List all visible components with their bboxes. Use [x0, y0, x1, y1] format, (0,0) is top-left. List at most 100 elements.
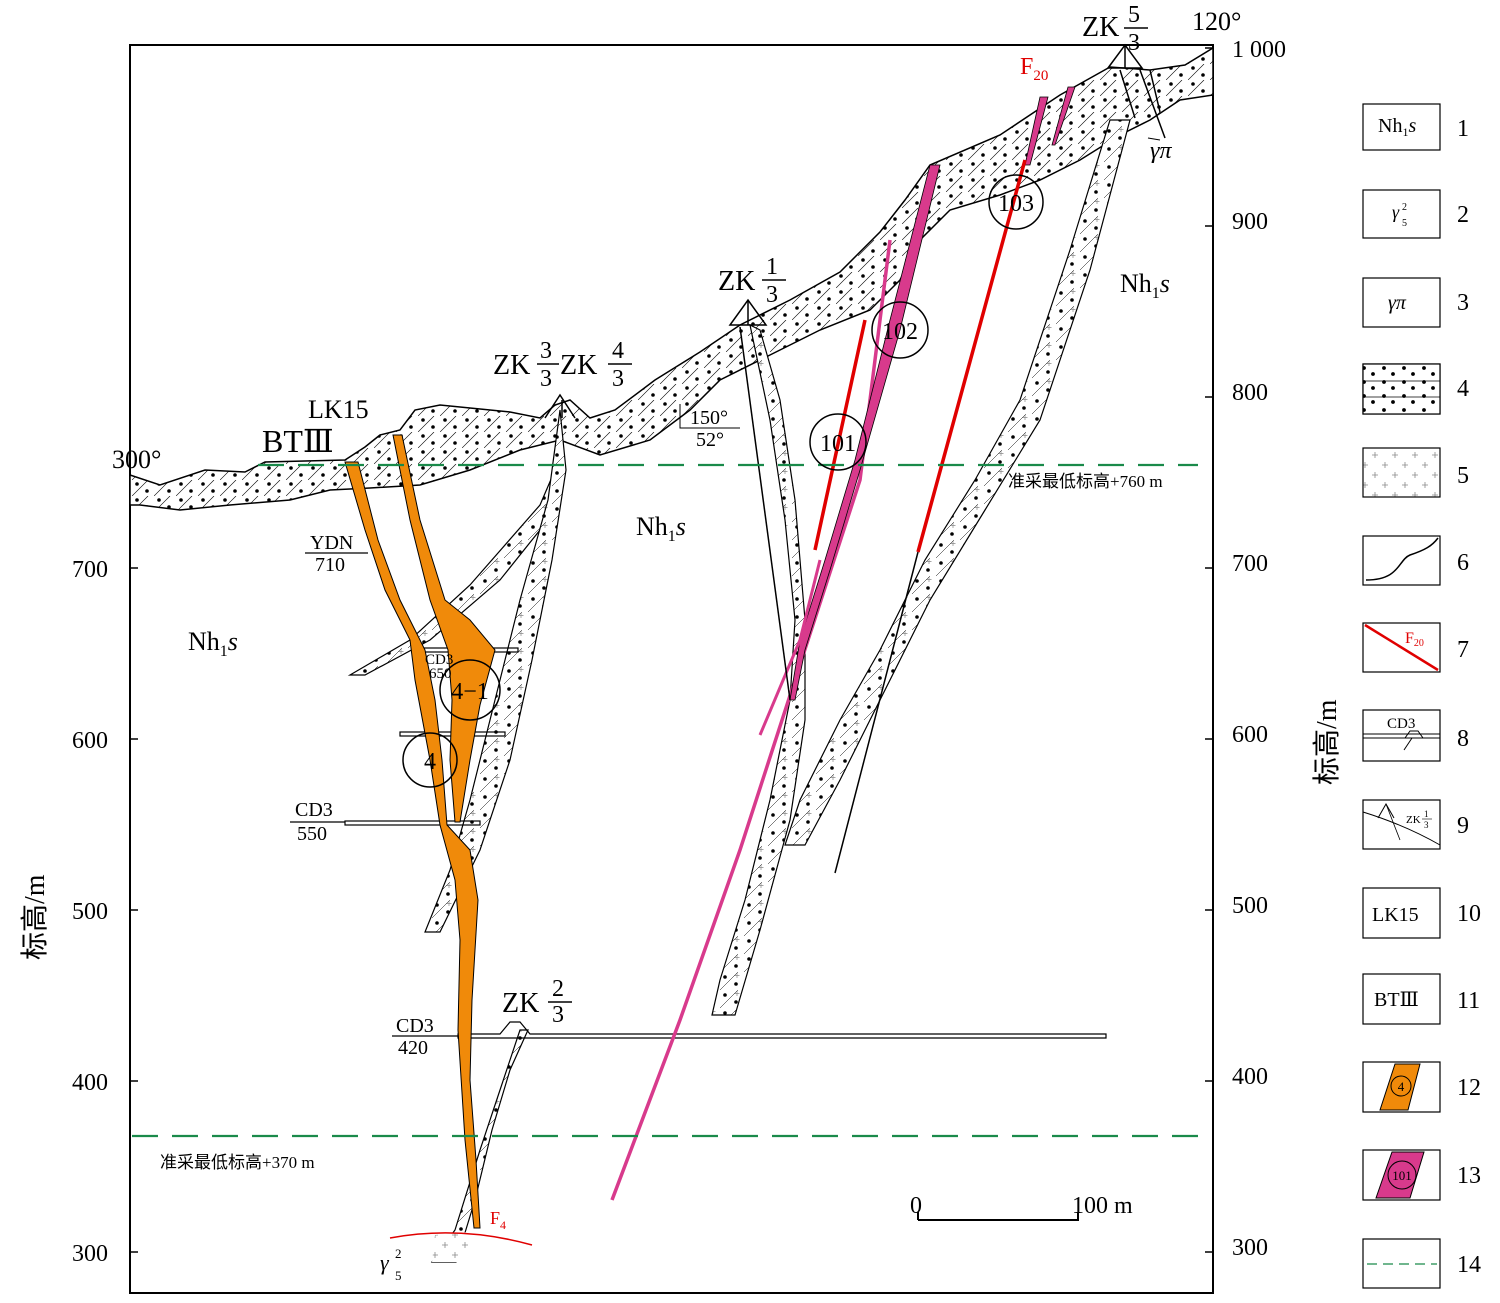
fault-black-lines: [544, 43, 1166, 874]
left-tick-500: 500: [72, 899, 108, 925]
right-axis: [1205, 47, 1213, 1253]
label-cd3-550-den: 550: [297, 823, 327, 845]
surface-layer: [129, 46, 1214, 511]
svg-text:1: 1: [766, 254, 778, 280]
svg-text:ZK: ZK: [1406, 814, 1421, 826]
label-cd3-550: CD3: [295, 799, 333, 821]
orebody-label-101: 101: [820, 431, 856, 457]
orebody-label-103: 103: [998, 191, 1034, 217]
legend-item-3: γπ 3: [1362, 277, 1469, 328]
svg-text:BTⅢ: BTⅢ: [1374, 989, 1419, 1011]
svg-text:2: 2: [1402, 202, 1407, 213]
legend-item-11: BTⅢ 11: [1362, 973, 1480, 1025]
scale-start: 0: [910, 1193, 922, 1219]
svg-text:3: 3: [540, 366, 552, 392]
svg-text:γπ: γπ: [1388, 292, 1407, 314]
svg-text:2: 2: [552, 976, 564, 1002]
borehole-zk13: ZK 1 3: [718, 254, 786, 308]
svg-text:ZK: ZK: [502, 988, 539, 1019]
svg-text:3: 3: [766, 282, 778, 308]
svg-text:5: 5: [1457, 463, 1469, 489]
svg-text:1: 1: [1424, 809, 1429, 819]
magenta-lower: [758, 559, 822, 736]
granite-body: [432, 1232, 470, 1262]
legend-item-1: Nh1s 1: [1362, 103, 1469, 151]
frame: [129, 44, 1214, 1294]
left-tick-400: 400: [72, 1070, 108, 1096]
label-cd3-420-den: 420: [398, 1037, 428, 1059]
left-axis: [130, 567, 138, 1253]
right-tick-1000: 1 000: [1232, 37, 1286, 63]
formation-label-left: Nh1s: [188, 627, 238, 660]
borehole-zk53: ZK 5 3: [1082, 2, 1148, 56]
svg-text:11: 11: [1457, 988, 1480, 1014]
label-cd3-650-den: 650: [429, 666, 452, 682]
label-cd3-420: CD3: [396, 1015, 434, 1037]
label-gamma-pi: γπ: [1150, 138, 1172, 164]
gamma-pi-leader: [1147, 137, 1161, 141]
svg-text:13: 13: [1457, 1163, 1481, 1189]
svg-text:1: 1: [1457, 116, 1469, 142]
right-tick-700: 700: [1232, 551, 1268, 577]
right-tick-800: 800: [1232, 380, 1268, 406]
legend-item-6: 6: [1362, 535, 1469, 586]
borehole-zk43: ZK 4 3: [560, 338, 632, 392]
svg-text:6: 6: [1457, 550, 1469, 576]
label-fault-f20: F20: [1020, 54, 1048, 84]
legend: Nh1s 1 γ 2 5 2 γπ 3 4 5: [1362, 103, 1481, 1289]
legend-item-9: ZK 1 3 9: [1362, 799, 1469, 850]
orebody-label-4-1: 4−1: [451, 679, 489, 705]
label-gamma52: γ: [380, 1250, 390, 1275]
right-tick-600: 600: [1232, 722, 1268, 748]
svg-text:4: 4: [1457, 376, 1469, 402]
orebody-4: [344, 461, 481, 1229]
label-cd3-650: CD3: [425, 652, 453, 668]
formation-label-right: Nh1s: [1120, 269, 1170, 302]
right-tick-300: 300: [1232, 1235, 1268, 1261]
legend-item-10: LK15 10: [1362, 887, 1481, 939]
attitude-symbol: [679, 404, 740, 429]
svg-text:ZK: ZK: [718, 266, 755, 297]
legend-item-8: CD3 8: [1362, 709, 1469, 762]
label-fault-f4: F4: [490, 1208, 506, 1232]
left-tick-300: 300: [72, 1241, 108, 1267]
breccia-band-right: [784, 119, 1131, 846]
borehole-zk23: ZK 2 3: [502, 976, 572, 1028]
orebody-103: [1024, 96, 1049, 166]
svg-text:3: 3: [1424, 820, 1429, 830]
svg-text:5: 5: [1128, 2, 1140, 28]
orebody-circles: [402, 174, 1044, 788]
svg-text:3: 3: [1128, 30, 1140, 56]
svg-text:LK15: LK15: [1372, 904, 1419, 926]
breccia-band-zk13: [711, 323, 806, 1016]
svg-text:101: 101: [1392, 1168, 1412, 1183]
breccia-band-center: [424, 409, 567, 933]
scale-bar: [917, 1212, 1079, 1221]
svg-text:9: 9: [1457, 813, 1469, 839]
svg-text:12: 12: [1457, 1075, 1481, 1101]
svg-text:3: 3: [552, 1002, 564, 1028]
svg-text:CD3: CD3: [1387, 716, 1415, 732]
svg-text:5: 5: [1402, 218, 1407, 229]
svg-text:7: 7: [1457, 637, 1469, 663]
svg-text:ZK: ZK: [493, 350, 530, 381]
label-mine-limit-370: 准采最低标高+370 m: [160, 1153, 315, 1172]
svg-text:ZK: ZK: [560, 350, 597, 381]
orebody-4-1: [392, 434, 496, 823]
svg-text:10: 10: [1457, 901, 1481, 927]
label-attitude-dip-dir: 150°: [690, 407, 728, 429]
legend-item-5: 5: [1362, 447, 1469, 498]
legend-item-14: 14: [1362, 1238, 1481, 1289]
legend-item-7: F20 7: [1362, 622, 1469, 673]
scale-end: 100 m: [1072, 1193, 1133, 1219]
svg-text:ZK: ZK: [1082, 12, 1119, 43]
legend-item-4: 4: [1362, 363, 1469, 415]
label-lk15: LK15: [308, 395, 369, 424]
svg-text:γ: γ: [1392, 202, 1400, 222]
left-tick-700: 700: [72, 557, 108, 583]
left-tick-600: 600: [72, 728, 108, 754]
label-bt3: BTⅢ: [262, 423, 334, 459]
direction-300: 300°: [112, 445, 161, 474]
legend-item-13: 101 13: [1362, 1149, 1481, 1201]
